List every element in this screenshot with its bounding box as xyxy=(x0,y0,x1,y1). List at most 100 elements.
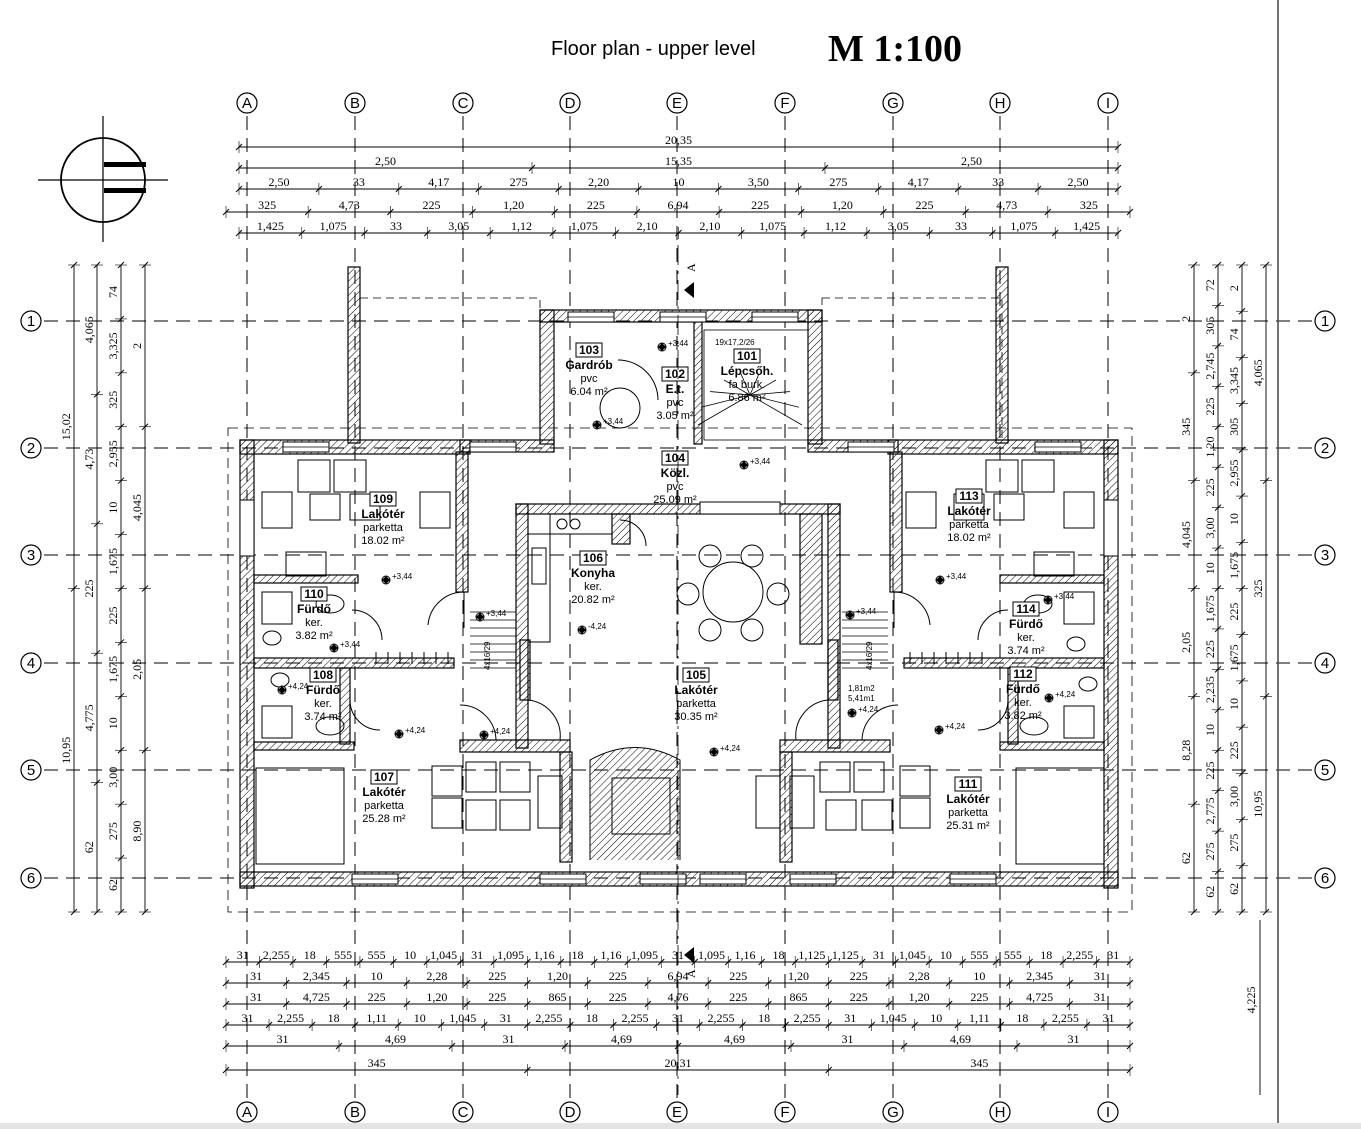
kitchen-counter xyxy=(527,513,613,535)
grid-bubble-H xyxy=(989,92,1011,114)
window xyxy=(239,499,255,557)
level-value: +4,24 xyxy=(858,705,879,714)
door-swing xyxy=(427,591,465,628)
level-marker: +3,44 xyxy=(1043,592,1075,605)
dim-bot-r4-value: 2,255 xyxy=(794,1011,821,1025)
grid-bubble-C xyxy=(452,92,474,114)
north-symbol-bar xyxy=(104,188,146,193)
dim-top-r3-value: 4,17 xyxy=(428,175,449,189)
dim-left-c4-value: 2 xyxy=(130,343,144,349)
dim-bot-r3-value: 225 xyxy=(970,990,988,1004)
dim-top-r4-value: 6,94 xyxy=(668,198,689,212)
dim-right-c1-value: 62 xyxy=(1179,852,1193,864)
dim-left-c3-value: 10 xyxy=(106,502,120,514)
shower xyxy=(261,591,293,625)
grid-label-row-6: 6 xyxy=(1321,870,1329,887)
toilet xyxy=(1066,636,1086,652)
dim-top-r5-value: 2,10 xyxy=(699,219,720,233)
dim-top-r3-value: 275 xyxy=(510,175,528,189)
dim-bot-overall-value: 345 xyxy=(368,1056,386,1070)
dim-bot-r5-value: 4,69 xyxy=(950,1032,971,1046)
dim-left-c2-value: 4,775 xyxy=(82,704,96,731)
room-name: Konyha xyxy=(571,566,615,580)
grid-label-G: G xyxy=(887,95,899,112)
grid-bubble-E xyxy=(666,92,688,114)
grid-bubble-row-2 xyxy=(20,437,42,459)
dim-bot-r1-value: 1,16 xyxy=(534,948,555,962)
dim-bot-r1-value: 1,095 xyxy=(497,948,524,962)
dim-right-c3-value: 2,955 xyxy=(1227,459,1241,486)
section-marker-label: A xyxy=(684,969,698,978)
armchair xyxy=(905,491,937,529)
room-area: 18.02 m² xyxy=(947,532,991,544)
room-area: 18.02 m² xyxy=(361,535,405,547)
room-floor: pvc xyxy=(666,481,684,493)
dim-right-c2-value: 225 xyxy=(1203,478,1217,496)
level-marker-icon xyxy=(395,730,403,738)
dim-top-r4-value: 225 xyxy=(751,198,769,212)
grid-label-B: B xyxy=(350,95,360,112)
room-area: 3.82 m² xyxy=(295,630,333,642)
sofa-seat xyxy=(349,493,381,521)
dim-right-c3-value: 275 xyxy=(1227,834,1241,852)
room-name: Fürdő xyxy=(306,683,340,697)
level-value: +4,24 xyxy=(945,722,966,731)
shower xyxy=(1063,591,1095,625)
lounge-chair xyxy=(499,799,531,831)
grid-bubble-row-4 xyxy=(1314,652,1336,674)
dim-bot-r1-value: 1,045 xyxy=(899,948,926,962)
level-marker-icon xyxy=(593,421,601,429)
dim-left-c2-value: 62 xyxy=(82,841,96,853)
grid-label-row-6: 6 xyxy=(27,870,35,887)
room-number: 111 xyxy=(959,777,978,791)
wall-partition xyxy=(455,451,469,593)
grid-bubble-D xyxy=(559,1101,581,1123)
dim-right-c1-value: 345 xyxy=(1179,418,1193,436)
grid-bubble-I xyxy=(1097,1101,1119,1123)
room-name: Fürdő xyxy=(1006,682,1040,696)
dim-left-c1-value: 10,95 xyxy=(59,737,73,764)
sofa-back xyxy=(985,459,1019,493)
level-marker: +3,44 xyxy=(592,417,624,430)
grid-bubble-row-1 xyxy=(1314,310,1336,332)
room-number: 102 xyxy=(665,367,685,381)
dim-bot-r1-value: 555 xyxy=(970,948,988,962)
grid-bubble-I xyxy=(1097,92,1119,114)
dim-left-c3-value: 325 xyxy=(106,391,120,409)
dim-left-c3-value: 3,325 xyxy=(106,332,120,359)
dim-bot-r3-value: 225 xyxy=(488,990,506,1004)
dim-right-c2-value: 10 xyxy=(1203,562,1217,574)
room-floor: parketta xyxy=(949,519,990,531)
dim-bot-r3-value: 1,20 xyxy=(426,990,447,1004)
room-number: 109 xyxy=(373,492,393,506)
dim-right-c3-value: 10 xyxy=(1227,513,1241,525)
spiral-stair-tread xyxy=(697,394,751,426)
dim-top-r5-value: 1,12 xyxy=(511,219,532,233)
room-number: 107 xyxy=(374,770,394,784)
grid-bubble-row-6 xyxy=(20,867,42,889)
dim-left-c3-value: 2,955 xyxy=(106,440,120,467)
grid-label-row-4: 4 xyxy=(27,655,35,672)
level-marker-icon xyxy=(382,576,390,584)
room-name: Lépcsőh. xyxy=(721,364,774,378)
dim-bot-overall-value: 345 xyxy=(970,1056,988,1070)
plan-scale: M 1:100 xyxy=(828,28,963,70)
level-value: +3,44 xyxy=(603,417,624,426)
room-name: Lakótér xyxy=(361,507,405,521)
lounge-chair xyxy=(465,761,497,793)
grid-label-row-3: 3 xyxy=(1321,547,1329,564)
door-swing xyxy=(459,704,497,741)
room-area: 6.86 m² xyxy=(728,392,766,404)
wall-kitchen xyxy=(515,503,529,749)
level-value: +4,24 xyxy=(490,727,511,736)
room-number: 108 xyxy=(313,668,333,682)
toilet xyxy=(1078,676,1098,692)
dim-bot-r2-value: 1,20 xyxy=(788,969,809,983)
dining-chair xyxy=(740,618,764,642)
dim-bot-r2-value: 1,20 xyxy=(547,969,568,983)
grid-label-D: D xyxy=(565,95,576,112)
dim-right-c2-value: 1,20 xyxy=(1203,436,1217,457)
dim-top-r5-value: 33 xyxy=(390,219,402,233)
dim-bot-r4-value: 18 xyxy=(1016,1011,1028,1025)
armchair xyxy=(419,491,451,529)
